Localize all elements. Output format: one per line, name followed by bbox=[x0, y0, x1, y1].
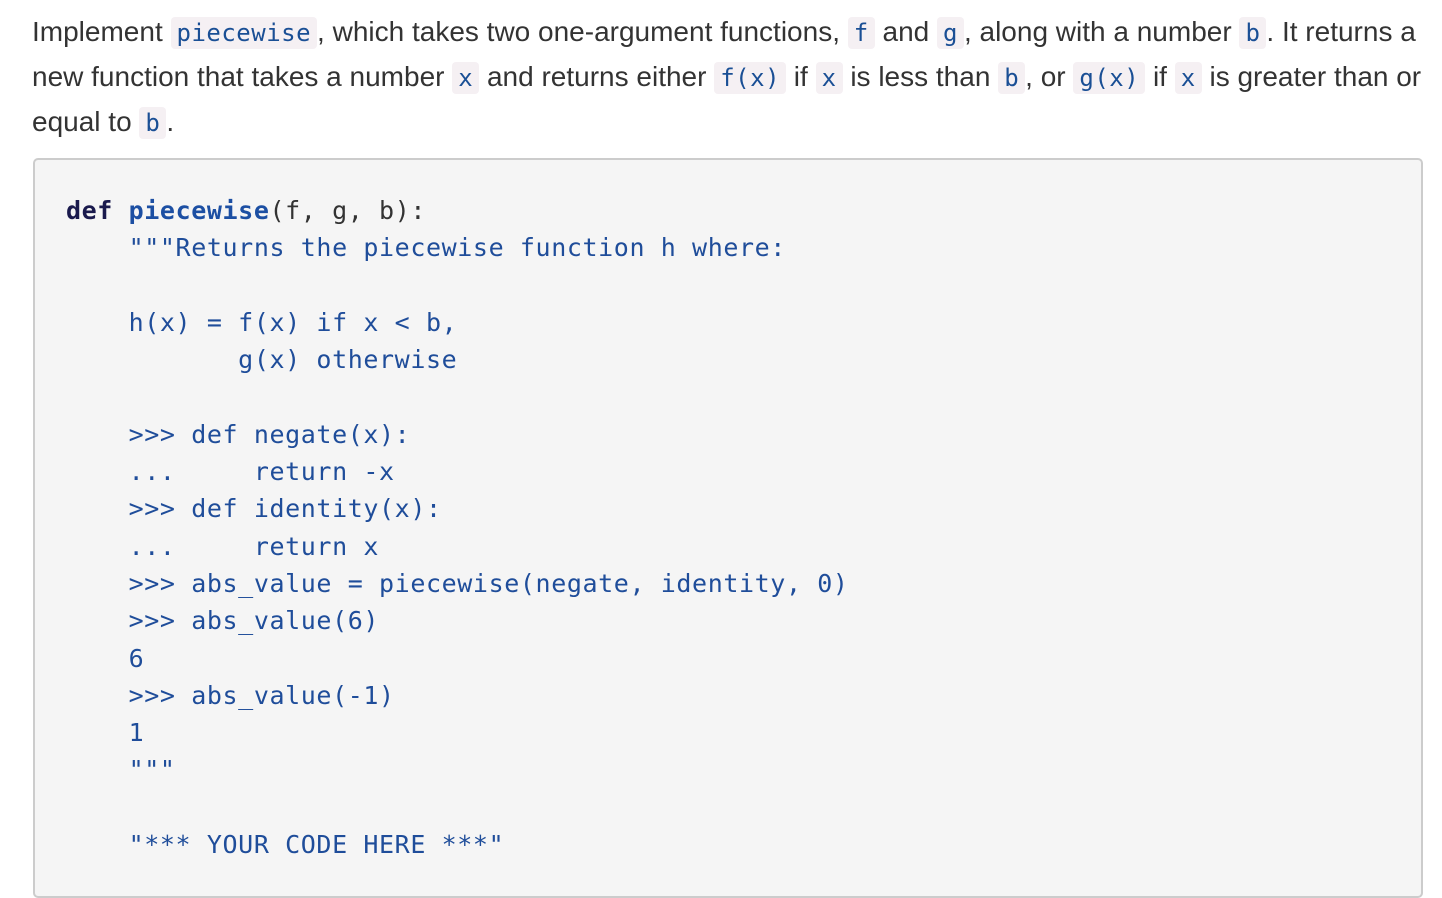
prose-text: if bbox=[786, 61, 816, 92]
inline-code: f(x) bbox=[714, 62, 787, 94]
code-text[interactable]: def piecewise(f, g, b): """Returns the p… bbox=[66, 192, 849, 863]
prose-text: and returns either bbox=[479, 61, 715, 92]
prose-text: and bbox=[874, 16, 937, 47]
function-name: piecewise bbox=[128, 196, 270, 225]
prose-text: , along with a number bbox=[963, 16, 1240, 47]
prose-text: . It returns a new function that takes a… bbox=[32, 16, 1416, 92]
prose-text: if bbox=[1145, 61, 1175, 92]
def-keyword: def bbox=[66, 196, 113, 225]
problem-description: Implement piecewise, which takes two one… bbox=[32, 10, 1427, 145]
inline-code: g bbox=[937, 17, 964, 49]
function-body: """Returns the piecewise function h wher… bbox=[128, 233, 849, 860]
prose-text: . bbox=[166, 106, 175, 137]
inline-code: x bbox=[1174, 62, 1202, 94]
prose-text: Implement bbox=[32, 16, 171, 47]
inline-code: b bbox=[139, 107, 167, 139]
inline-code: f bbox=[847, 17, 875, 49]
code-block[interactable]: def piecewise(f, g, b): """Returns the p… bbox=[33, 158, 1423, 898]
prose-text: is less than bbox=[842, 61, 999, 92]
prose-text: , which takes two one-argument functions… bbox=[317, 16, 848, 47]
inline-code: piecewise bbox=[170, 17, 318, 49]
inline-code: g(x) bbox=[1073, 62, 1146, 94]
inline-code: b bbox=[1239, 17, 1267, 49]
prose-text: , or bbox=[1025, 61, 1074, 92]
inline-code: x bbox=[815, 62, 843, 94]
prose-text: is greater than or equal to bbox=[32, 61, 1422, 137]
function-signature: (f, g, b): bbox=[269, 196, 427, 225]
inline-code: x bbox=[452, 62, 480, 94]
inline-code: b bbox=[998, 62, 1026, 94]
